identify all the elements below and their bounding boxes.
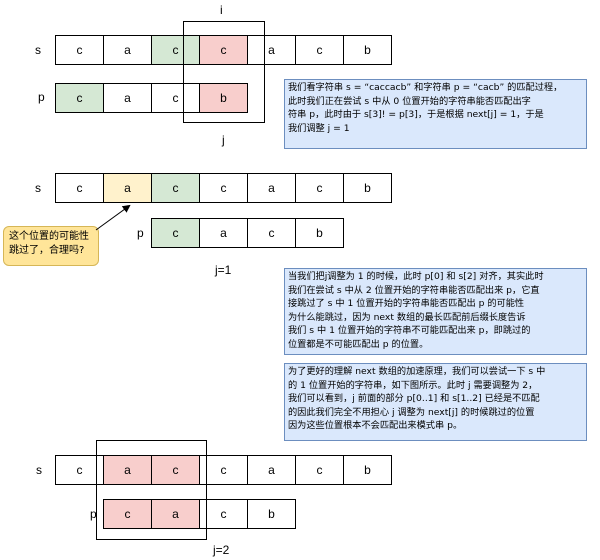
string-s-label: s <box>36 463 42 477</box>
s-cell-4: a <box>247 173 296 203</box>
s-cell-5: c <box>295 455 344 485</box>
string-p-label: p <box>90 507 97 521</box>
s-cell-0: c <box>55 455 104 485</box>
s-cell-2: c <box>151 455 200 485</box>
s-cell-6: b <box>343 455 392 485</box>
s-cell-0: c <box>55 35 104 65</box>
string-s-label: s <box>35 43 41 57</box>
explanation-note-1: 我们看字符串 s = “caccacb” 和字符串 p = “cacb” 的匹配… <box>284 79 587 149</box>
s-cell-1: a <box>103 455 152 485</box>
p-cell-1: a <box>151 499 200 529</box>
pointer-i-label: i <box>220 3 223 17</box>
pointer-j-label: j=2 <box>213 543 230 557</box>
p-cell-0: c <box>151 218 200 248</box>
string-p-label: p <box>137 226 144 240</box>
pointer-j-label: j <box>222 133 225 147</box>
s-cell-6: b <box>343 173 392 203</box>
p-cell-3: b <box>199 83 248 113</box>
p-cell-3: b <box>247 499 296 529</box>
p-cell-2: c <box>247 218 296 248</box>
s-cell-6: b <box>343 35 392 65</box>
s-cell-5: c <box>295 35 344 65</box>
s-cell-1: a <box>103 35 152 65</box>
callout-arrow-line <box>95 204 131 231</box>
s-cell-0: c <box>55 173 104 203</box>
p-cell-2: c <box>199 499 248 529</box>
skipped-position-callout: 这个位置的可能性 跳过了，合理吗? <box>3 226 99 266</box>
p-cell-0: c <box>55 83 104 113</box>
s-cell-5: c <box>295 173 344 203</box>
s-cell-2: c <box>151 173 200 203</box>
s-cell-3: c <box>199 173 248 203</box>
p-cell-3: b <box>295 218 344 248</box>
p-cell-1: a <box>103 83 152 113</box>
s-cell-3: c <box>199 455 248 485</box>
s-cell-1: a <box>103 173 152 203</box>
explanation-note-2: 当我们把j调整为 1 的时候，此时 p[0] 和 s[2] 对齐，其实此时 我们… <box>284 268 587 355</box>
explanation-note-3: 为了更好的理解 next 数组的加速原理，我们可以尝试一下 s 中 的 1 位置… <box>284 363 587 441</box>
p-cell-0: c <box>103 499 152 529</box>
pointer-j-label: j=1 <box>215 263 232 277</box>
string-s-label: s <box>35 181 41 195</box>
s-cell-4: a <box>247 455 296 485</box>
string-p-label: p <box>38 90 45 104</box>
p-cell-2: c <box>151 83 200 113</box>
